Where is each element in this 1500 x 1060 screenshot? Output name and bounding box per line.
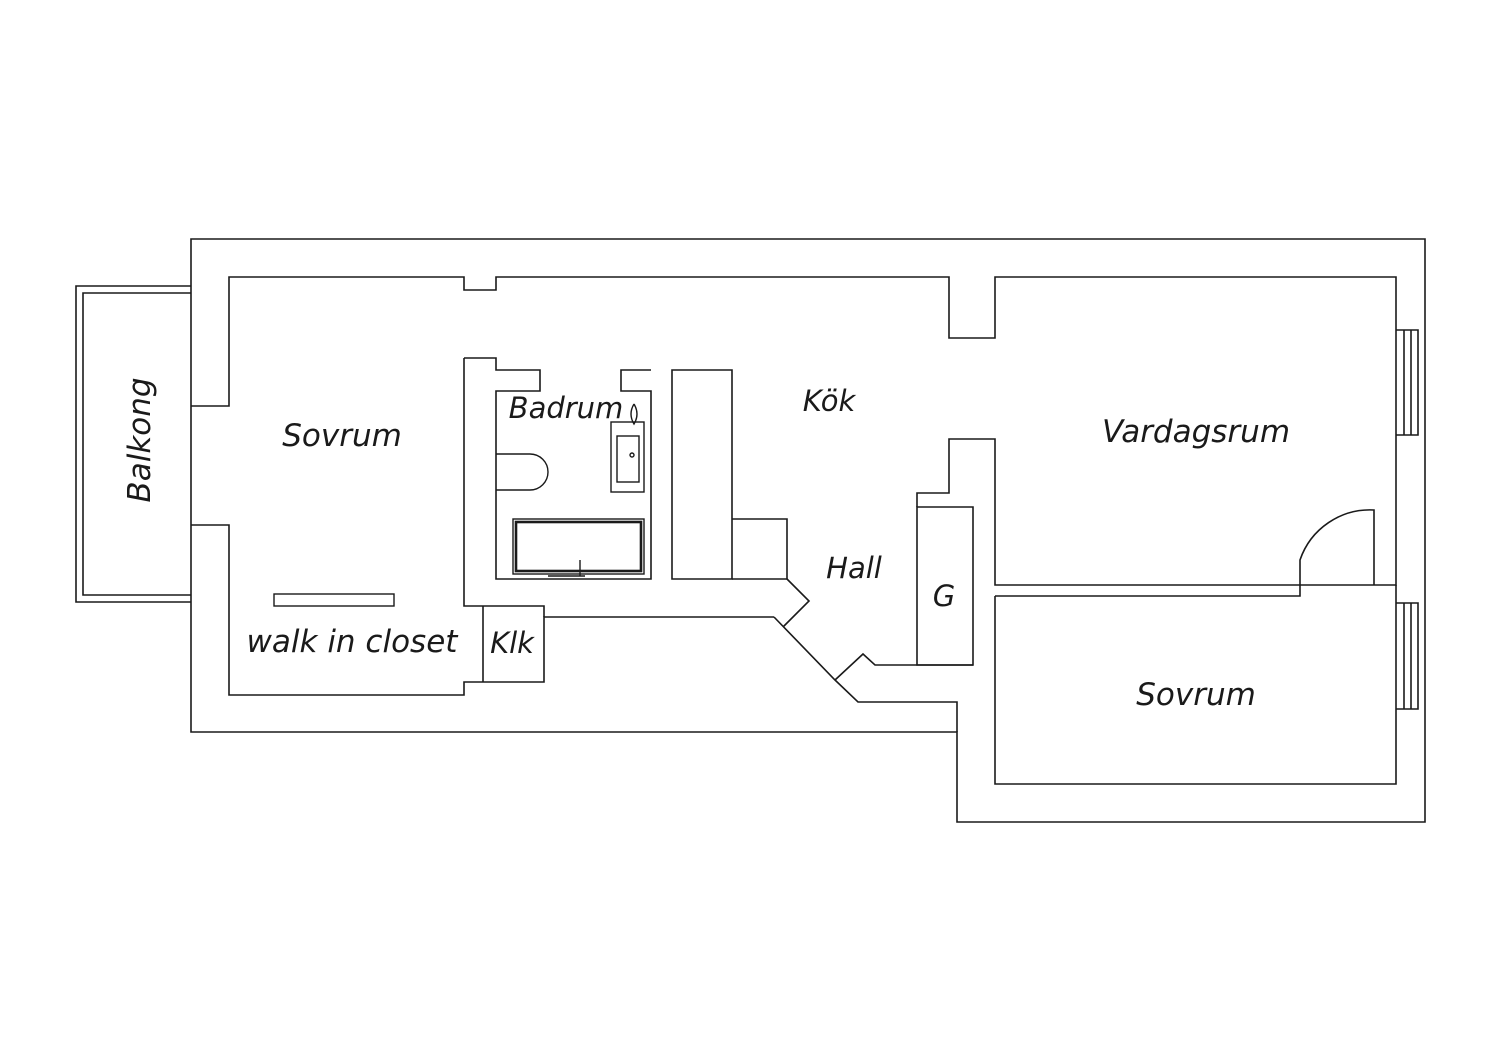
left-bedroom-wall — [191, 276, 1397, 586]
hall-diagonal-wall — [773, 616, 958, 732]
balcony — [75, 285, 191, 603]
outer-wall — [190, 238, 1426, 823]
hall-corner-wall — [834, 652, 973, 681]
right-bedroom-wall — [994, 585, 1397, 785]
closet-rod — [273, 593, 395, 607]
bathroom-wall — [464, 357, 652, 580]
label-vardagsrum: Vardagsrum — [1102, 414, 1290, 450]
label-g: G — [933, 579, 955, 613]
label-balkong: Balkong — [122, 377, 158, 502]
left-bedroom-lower-wall — [191, 524, 774, 696]
hall-diagonal-wall-2 — [782, 578, 811, 628]
label-sovrum-left: Sovrum — [282, 418, 402, 454]
closet-g — [916, 506, 974, 666]
label-kok: Kök — [803, 384, 857, 418]
label-klk: Klk — [490, 626, 535, 660]
window-upper — [1396, 329, 1419, 436]
hall-partition — [916, 438, 1300, 586]
sink-icon — [610, 403, 645, 493]
label-hall: Hall — [826, 551, 882, 585]
label-badrum: Badrum — [509, 391, 624, 425]
window-lower — [1396, 602, 1419, 710]
bathtub-icon — [512, 518, 645, 577]
kitchen-counter — [671, 369, 733, 580]
door-swing — [1299, 509, 1375, 585]
label-walk-in-closet: walk in closet — [247, 624, 460, 660]
bathroom-outer-wall — [463, 358, 545, 617]
kitchen-counter-step — [732, 518, 788, 580]
label-sovrum-right: Sovrum — [1136, 677, 1256, 713]
toilet-icon — [496, 453, 549, 491]
